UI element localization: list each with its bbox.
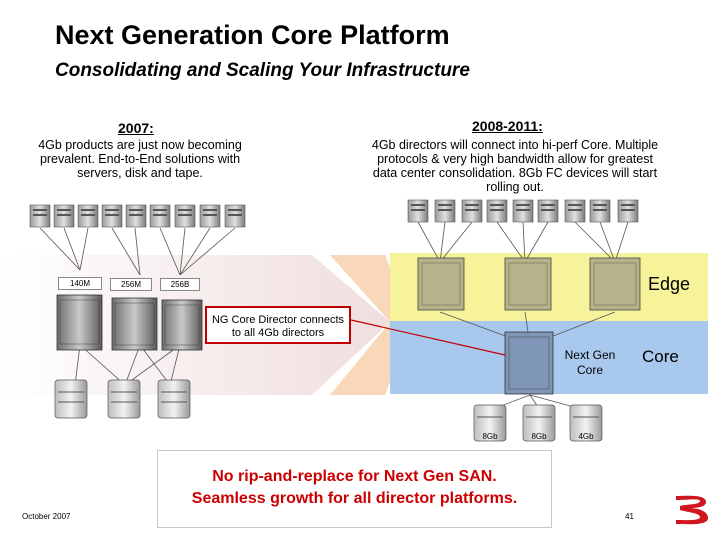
callout-box: NG Core Director connects to all 4Gb dir… [205, 306, 351, 344]
left-server-links [39, 227, 236, 276]
director-label-140m: 140M [58, 277, 102, 290]
page-number: 41 [625, 512, 634, 521]
right-servers [407, 199, 639, 223]
left-directors [56, 294, 203, 351]
right-year: 2008-2011: [472, 118, 543, 134]
page-title: Next Generation Core Platform [55, 20, 450, 50]
left-description: 4Gb products are just now becoming preva… [38, 138, 242, 180]
right-server-links [417, 221, 629, 263]
left-storage-links [74, 344, 181, 386]
left-year: 2007: [118, 120, 154, 136]
brocade-logo [676, 495, 708, 525]
core-director [504, 331, 554, 395]
edge-directors [417, 257, 641, 311]
left-servers [29, 204, 246, 228]
key-message-banner: No rip-and-replace for Next Gen SAN. Sea… [157, 450, 552, 528]
director-label-256b: 256B [160, 278, 200, 291]
callout-pointer [350, 319, 506, 356]
san-label-3: 4Gb [578, 432, 594, 441]
edge-label: Edge [648, 274, 691, 294]
core-label: Core [642, 347, 679, 366]
right-description: 4Gb directors will connect into hi-perf … [371, 138, 659, 194]
director-label-256m: 256M [110, 278, 152, 291]
banner-line-2: Seamless growth for all director platfor… [191, 490, 518, 507]
page-subtitle: Consolidating and Scaling Your Infrastru… [55, 60, 470, 81]
right-storage [473, 404, 603, 442]
san-label-2: 8Gb [531, 432, 547, 441]
next-gen-core-label: Next Gen Core [564, 348, 616, 377]
left-storage [54, 379, 191, 419]
banner-line-1: No rip-and-replace for Next Gen SAN. [212, 468, 497, 485]
footer-date: October 2007 [22, 512, 71, 521]
san-label-1: 8Gb [482, 432, 498, 441]
